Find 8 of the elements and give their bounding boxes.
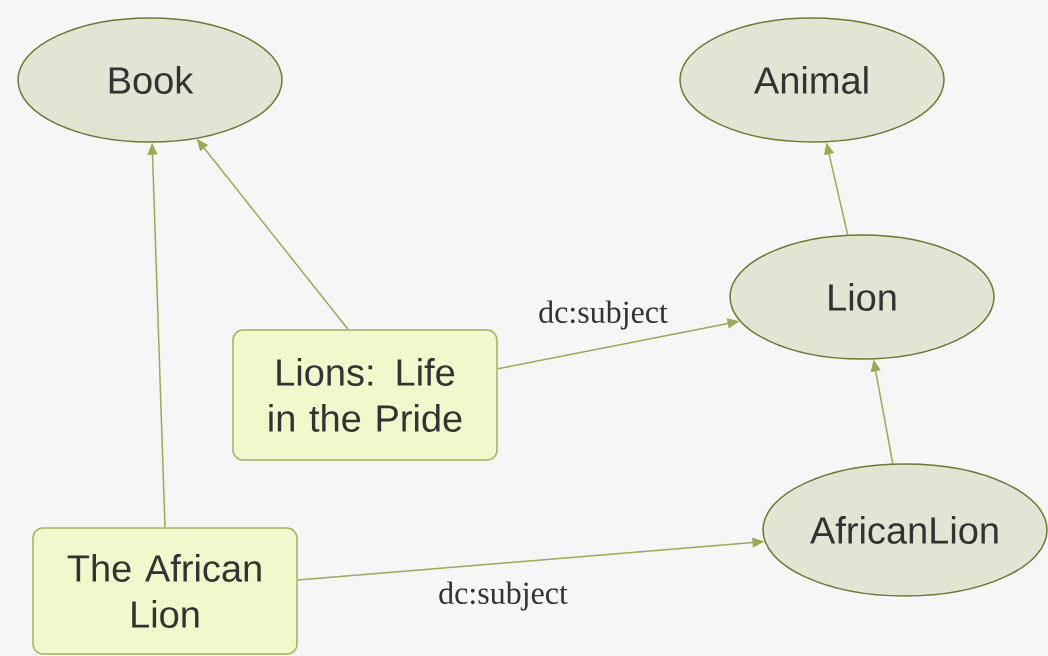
- ellipse-node: Animal: [679, 17, 945, 143]
- ellipse-node: AfricanLion: [762, 463, 1048, 597]
- edge-label: dc:subject: [436, 579, 570, 613]
- edge-label: dc:subject: [536, 298, 670, 332]
- ellipse-node: Lion: [729, 234, 995, 360]
- rounded-box: The African Lion: [32, 527, 298, 655]
- ellipse-node: Book: [17, 17, 283, 143]
- rounded-box: Lions: Life in the Pride: [232, 329, 498, 461]
